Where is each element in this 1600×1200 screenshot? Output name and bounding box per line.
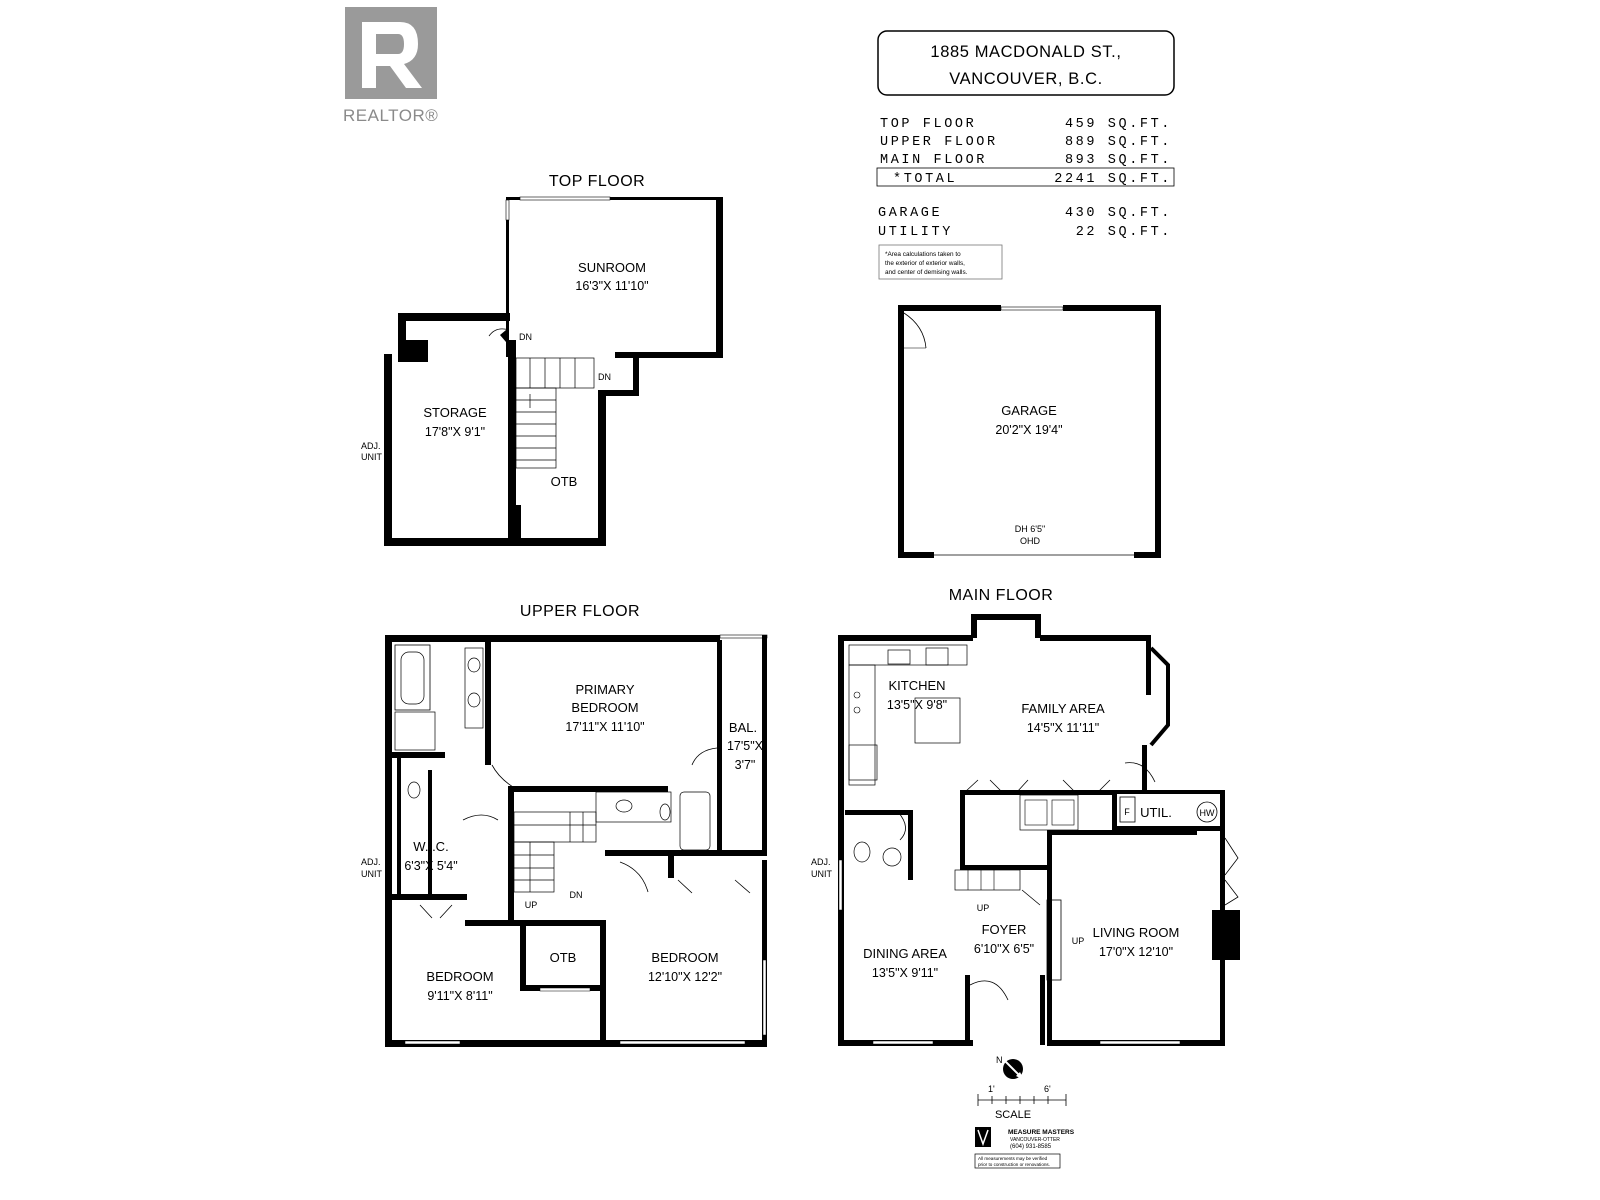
area-label: GARAGE [878,206,942,221]
adj-unit-label: ADJ. [361,857,381,867]
adj-unit-label: UNIT [361,452,382,462]
area-value: 893 SQ.FT. [1065,153,1172,168]
staircase [513,811,597,893]
sunroom-dim: 16'3"X 11'10" [575,279,648,293]
garage-name: GARAGE [1001,403,1057,418]
bedroom-name: BEDROOM [651,950,718,965]
wic-dim: 6'3"X 5'4" [404,859,457,873]
storage-name: STORAGE [423,405,487,420]
area-note-line: *Area calculations taken to [885,251,961,258]
credit-phone: (604) 931-8585 [1010,1144,1052,1150]
area-label: *TOTAL [893,172,957,187]
address-line-2: VANCOUVER, B.C. [949,70,1103,88]
credit-disclaimer: prior to construction or renovations. [978,1162,1050,1167]
kitchen-name: KITCHEN [888,678,945,693]
area-value: 889 SQ.FT. [1065,135,1172,150]
balcony-dim: 17'5"X [727,739,764,753]
up-label: UP [1072,936,1085,946]
scale-label: SCALE [995,1109,1031,1121]
dn-label: DN [570,890,583,900]
foyer-name: FOYER [982,922,1027,937]
north-label: N [996,1055,1003,1065]
living-room-dim: 17'0"X 12'10" [1099,945,1173,959]
area-value: 430 SQ.FT. [1065,206,1172,221]
upper-floor-title: UPPER FLOOR [520,603,640,620]
primary-bedroom-dim: 17'11"X 11'10" [565,720,644,734]
scale-six-feet: 6' [1044,1084,1051,1094]
realtor-logo: REALTOR® [343,7,438,125]
area-value: 459 SQ.FT. [1065,117,1172,132]
area-value: 22 SQ.FT. [1076,225,1172,240]
area-label: MAIN FLOOR [880,153,987,168]
garage-dim: 20'2"X 19'4" [995,423,1062,437]
up-label: UP [525,900,538,910]
adj-unit-label: UNIT [361,869,382,879]
top-floor-plan: TOP FLOOR DN DN S [361,173,723,546]
overhead-door-label: OHD [1020,536,1041,546]
area-label: UTILITY [878,225,953,240]
up-label: UP [977,903,990,913]
bedroom-dim: 9'11"X 8'11" [427,989,492,1003]
staircase [515,357,595,469]
family-area-dim: 14'5"X 11'11" [1027,721,1099,735]
otb-label: OTB [550,950,577,965]
adj-unit-label: ADJ. [361,441,381,451]
measure-masters-credit: MEASURE MASTERS VANCOUVER-OTTER (604) 93… [974,1127,1075,1169]
dn-label: DN [598,372,611,382]
area-label: TOP FLOOR [880,117,976,132]
scale-bar [977,1094,1067,1106]
bedroom-name: BEDROOM [426,969,493,984]
primary-bedroom-name: PRIMARY [576,682,635,697]
main-floor-title: MAIN FLOOR [949,587,1054,604]
wic-name: W.I.C. [413,839,448,854]
garage-plan: GARAGE 20'2"X 19'4" DH 6'5" OHD [898,305,1161,558]
primary-bedroom-name: BEDROOM [571,700,638,715]
sunroom-name: SUNROOM [578,260,646,275]
top-floor-title: TOP FLOOR [549,173,645,190]
adj-unit-label: ADJ. [811,857,831,867]
credit-disclaimer: All measurements may be verified [978,1156,1048,1161]
area-note-line: the exterior of exterior walls, [885,260,965,267]
garage-door-height: DH 6'5" [1015,524,1045,534]
area-label: UPPER FLOOR [880,135,998,150]
area-note-box [878,244,1003,280]
realtor-r-icon [345,7,437,99]
dn-label: DN [519,332,532,342]
dining-area-name: DINING AREA [863,946,947,961]
balcony-dim: 3'7" [735,758,756,772]
address-box: 1885 MACDONALD ST., VANCOUVER, B.C. [877,30,1175,96]
foyer-dim: 6'10"X 6'5" [974,942,1034,956]
storage-dim: 17'8"X 9'1" [425,425,485,439]
credit-company: MEASURE MASTERS [1008,1129,1075,1136]
living-room-name: LIVING ROOM [1093,925,1180,940]
adj-unit-label: UNIT [811,869,832,879]
credit-city: VANCOUVER-OTTER [1010,1137,1060,1143]
utility-name: UTIL. [1140,805,1172,820]
upper-floor-plan: UPPER FLOOR [361,603,768,1047]
otb-label: OTB [551,474,578,489]
area-value: 2241 SQ.FT. [1054,172,1172,187]
bedroom-dim: 12'10"X 12'2" [648,970,722,984]
scale-one-foot: 1' [988,1084,995,1094]
furnace-label: F [1124,807,1130,817]
north-arrow-icon [1003,1059,1024,1080]
main-floor-plan: MAIN FLOOR [811,587,1240,1046]
scale-and-north: N 1' 6' SCALE [977,1055,1067,1121]
address-line-1: 1885 MACDONALD ST., [930,43,1121,61]
balcony-name: BAL. [729,720,757,735]
total-box [876,167,1175,187]
realtor-wordmark: REALTOR® [343,106,438,125]
area-table: TOP FLOOR 459 SQ.FT. UPPER FLOOR 889 SQ.… [876,117,1175,280]
area-note-line: and center of demising walls. [885,269,968,276]
kitchen-dim: 13'5"X 9'8" [887,698,947,712]
family-area-name: FAMILY AREA [1021,701,1105,716]
dining-area-dim: 13'5"X 9'11" [872,966,938,980]
hot-water-tank-label: HW [1200,808,1215,818]
